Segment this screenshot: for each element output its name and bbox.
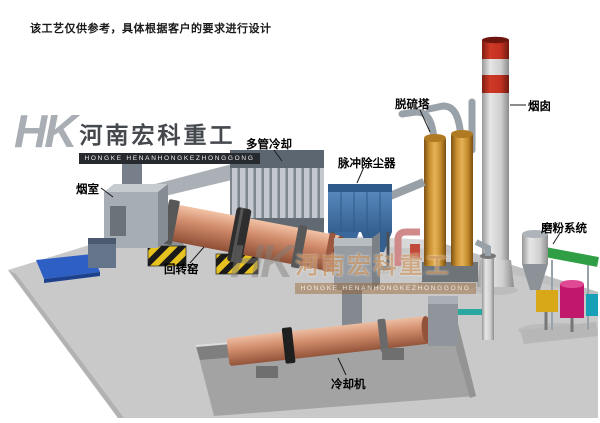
chimney [477,36,514,287]
water-pool [36,254,100,283]
grinding-system [520,230,599,344]
label-chimney: 烟囱 [528,101,551,113]
label-grinding-system: 磨粉系统 [541,223,587,235]
disclaimer-note: 该工艺仅供参考，具体根据客户的要求进行设计 [30,23,272,35]
label-desulfurization-tower: 脱硫塔 [395,99,430,111]
label-smoke-chamber: 烟室 [76,184,99,196]
smoke-chamber [104,153,168,248]
label-multi-tube-cooler: 多管冷却 [246,139,292,151]
label-cooling-machine: 冷却机 [331,379,366,391]
label-pulse-dust-collector: 脉冲除尘器 [338,158,396,170]
kiln-hood [334,228,420,330]
cooling-machine [226,316,432,378]
feed-box [88,238,116,268]
discharge-elevator [428,239,496,346]
label-rotary-kiln: 回转窑 [164,264,199,276]
desulfurization-towers [422,130,478,282]
label-leader-lines [100,104,561,376]
